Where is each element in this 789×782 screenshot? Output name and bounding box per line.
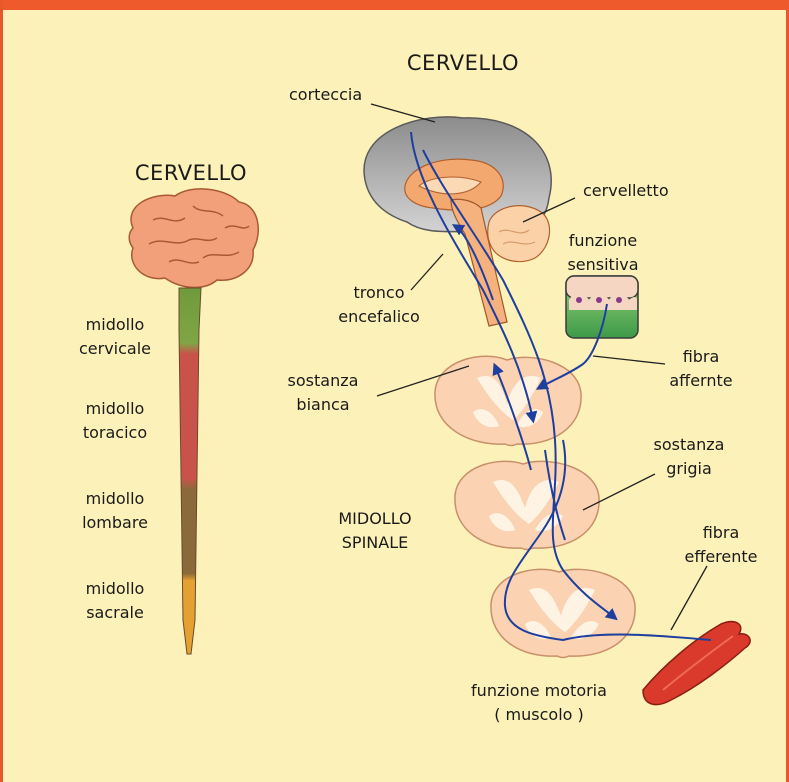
label-midollo-lombare-2: lombare — [82, 513, 148, 532]
label-funzione-sensitiva-1: funzione — [569, 231, 638, 250]
label-midollo-sacrale-2: sacrale — [86, 603, 144, 622]
left-title: CERVELLO — [135, 161, 247, 185]
label-fibra-efferente-2: efferente — [684, 547, 757, 566]
label-midollo-sacrale-1: midollo — [86, 579, 145, 598]
label-tronco-encefalico-1: tronco — [353, 283, 404, 302]
right-title: CERVELLO — [407, 51, 519, 75]
label-funzione-sensitiva-2: sensitiva — [567, 255, 638, 274]
label-sostanza-grigia-2: grigia — [666, 459, 712, 478]
spinal-section-middle — [455, 461, 599, 549]
label-funzione-motoria-2: ( muscolo ) — [494, 705, 584, 724]
left-brain — [129, 189, 258, 288]
muscle — [643, 622, 750, 705]
label-midollo-toracico-1: midollo — [86, 399, 145, 418]
spinal-section-bottom — [491, 569, 635, 657]
label-midollo-cervicale-1: midollo — [86, 315, 145, 334]
label-sostanza-bianca-2: bianca — [296, 395, 349, 414]
label-corteccia: corteccia — [289, 85, 362, 104]
nervous-system-diagram: CERVELLO midollo cervicale midollo torac… — [3, 0, 789, 782]
label-midollo-spinale-2: SPINALE — [342, 533, 408, 552]
label-funzione-motoria-1: funzione motoria — [471, 681, 607, 700]
label-tronco-encefalico-2: encefalico — [338, 307, 420, 326]
label-cervelletto: cervelletto — [583, 181, 669, 200]
label-sostanza-grigia-1: sostanza — [654, 435, 725, 454]
label-fibra-efferente-1: fibra — [703, 523, 740, 542]
label-sostanza-bianca-1: sostanza — [288, 371, 359, 390]
label-midollo-cervicale-2: cervicale — [79, 339, 151, 358]
label-midollo-toracico-2: toracico — [83, 423, 147, 442]
label-midollo-lombare-1: midollo — [86, 489, 145, 508]
label-fibra-afferente-2: affernte — [669, 371, 732, 390]
label-midollo-spinale-1: MIDOLLO — [338, 509, 411, 528]
label-fibra-afferente-1: fibra — [683, 347, 720, 366]
left-spinal-cord — [179, 288, 201, 654]
